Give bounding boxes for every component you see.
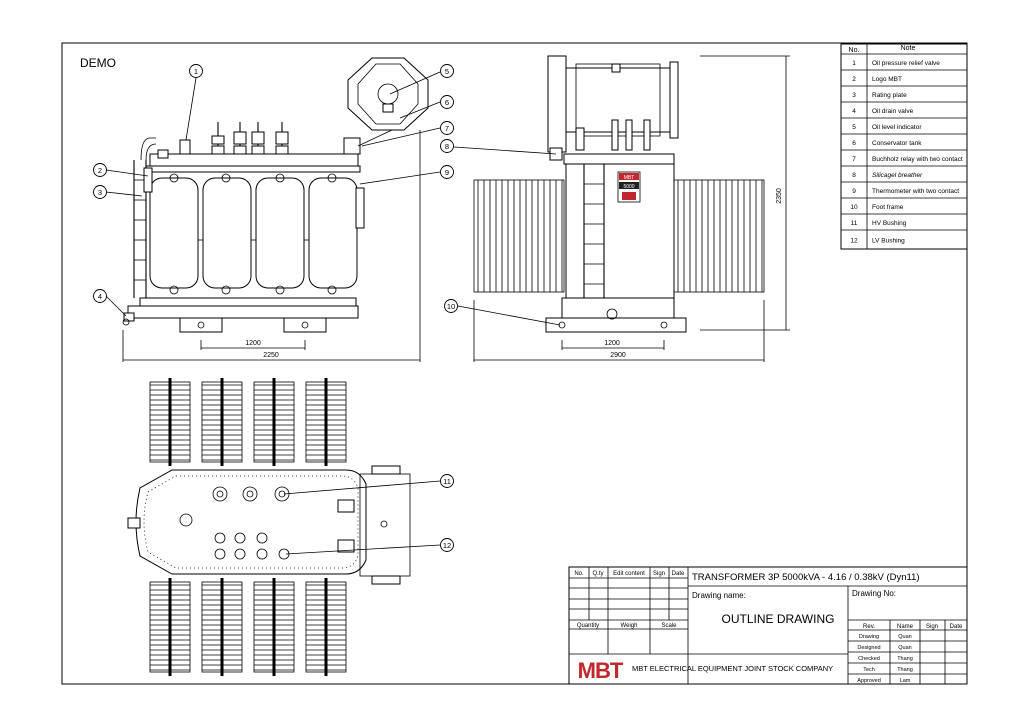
rev-header-edit: Edit content xyxy=(613,571,645,577)
sub-header-scale: Scale xyxy=(661,623,677,629)
dim-height: 2350 xyxy=(776,188,783,204)
notes-table: 1 Oil pressure relief valve 2 Logo MBT 3 Rati… xyxy=(840,43,968,250)
note-text-3: Rating plate xyxy=(872,92,907,99)
role-approved: Approved xyxy=(857,678,881,684)
side-dimensions xyxy=(473,55,790,362)
callout-leaders xyxy=(105,71,561,555)
callout-circle-5 xyxy=(440,64,454,78)
callout-label-6: 6 xyxy=(445,98,449,107)
note-text-11: HV Bushing xyxy=(872,220,907,227)
callout-label-12: 12 xyxy=(443,541,451,550)
company-name: MBT ELECTRICAL EQUIPMENT JOINT STOCK COM… xyxy=(632,664,833,673)
note-text-6: Conservator tank xyxy=(872,140,922,147)
note-no-12: 12 xyxy=(850,238,858,245)
note-text-5: Oil level indicator xyxy=(872,124,922,131)
dim-front-overall: 2250 xyxy=(263,352,279,359)
top-view xyxy=(127,378,411,676)
note-text-7: Buchholz relay with two contact xyxy=(872,156,963,163)
note-no-2: 2 xyxy=(852,76,856,83)
dim-side-inner: 1200 xyxy=(604,340,620,347)
note-no-1: 1 xyxy=(852,60,856,67)
callout-label-10: 10 xyxy=(447,302,455,311)
role-name-drawing: Quan xyxy=(898,634,911,640)
callout-label-3: 3 xyxy=(98,188,102,197)
callout-circle-2 xyxy=(93,163,107,177)
note-no-7: 7 xyxy=(852,156,856,163)
note-no-4: 4 xyxy=(852,108,856,115)
callout-circle-7 xyxy=(440,121,454,135)
callout-label-4: 4 xyxy=(98,292,102,301)
sign-header-sign: Sign xyxy=(926,624,938,630)
note-no-9: 9 xyxy=(852,188,856,195)
demo-watermark: DEMO xyxy=(80,56,116,70)
callout-circle-4 xyxy=(93,289,107,303)
note-no-6: 6 xyxy=(852,140,856,147)
role-designed: Designed xyxy=(857,645,880,651)
callout-label-9: 9 xyxy=(445,168,449,177)
rev-header-qty: Q.ty xyxy=(592,571,603,577)
drawing-frame xyxy=(61,42,968,685)
note-text-4: Oil drain valve xyxy=(872,108,914,115)
role-checked: Checked xyxy=(858,656,880,662)
note-no-10: 10 xyxy=(850,204,858,211)
drawing-name: OUTLINE DRAWING xyxy=(722,612,835,626)
callout-circle-9 xyxy=(440,165,454,179)
role-name-tech: Thang xyxy=(897,667,913,673)
callout-circle-11 xyxy=(440,474,454,488)
note-text-1: Oil pressure relief valve xyxy=(872,60,940,67)
rev-header-sign: Sign xyxy=(653,571,665,577)
title-block: No. Q.ty Edit content Sign Date Quantity… xyxy=(568,566,968,685)
sign-header-name: Name xyxy=(897,624,914,630)
role-name-approved: Lam xyxy=(900,678,911,684)
note-no-8: 8 xyxy=(852,172,856,179)
callout-label-11: 11 xyxy=(443,477,451,486)
notes-header-note: Note xyxy=(901,45,916,52)
callout-circle-12 xyxy=(440,538,454,552)
callout-circle-10 xyxy=(444,299,458,313)
rev-header-date: Date xyxy=(672,571,685,577)
drawing-no-label: Drawing No: xyxy=(852,589,896,598)
company-logo: MBT xyxy=(578,658,624,683)
front-view xyxy=(122,57,429,333)
sign-header-rev: Rev. xyxy=(863,624,875,630)
dim-front-inner: 1200 xyxy=(245,340,261,347)
drawing-title: TRANSFORMER 3P 5000kVA - 4.16 / 0.38kV (… xyxy=(692,572,920,583)
callout-circle-3 xyxy=(93,185,107,199)
role-tech: Tech xyxy=(863,667,875,673)
note-text-2: Logo MBT xyxy=(872,76,902,83)
role-drawing: Drawing xyxy=(859,634,879,640)
sub-header-quantity: Quantity xyxy=(577,623,599,629)
note-no-11: 11 xyxy=(851,220,858,227)
callout-label-7: 7 xyxy=(445,124,449,133)
side-view: MBT 5000 xyxy=(473,55,765,333)
callout-label-2: 2 xyxy=(98,166,102,175)
callout-label-1: 1 xyxy=(194,67,198,76)
nameplate-logo: MBT xyxy=(624,175,635,181)
role-name-checked: Thang xyxy=(897,656,913,662)
rev-header-no: No. xyxy=(574,571,584,577)
drawing-name-label: Drawing name: xyxy=(692,591,746,600)
nameplate-rating: 5000 xyxy=(623,184,634,190)
dim-side-overall: 2900 xyxy=(610,352,626,359)
callout-label-8: 8 xyxy=(445,142,449,151)
sign-header-date: Date xyxy=(950,624,963,630)
note-no-3: 3 xyxy=(852,92,856,99)
notes-header-no: No. xyxy=(849,47,860,54)
note-text-10: Foot frame xyxy=(872,204,904,211)
callout-circle-6 xyxy=(440,95,454,109)
front-dimensions xyxy=(122,130,421,362)
note-text-8: Silicagel breather xyxy=(872,172,923,179)
callout-circle-1 xyxy=(189,64,203,78)
note-text-12: LV Bushing xyxy=(872,238,905,245)
role-name-designed: Quan xyxy=(898,645,911,651)
sub-header-weigh: Weigh xyxy=(621,623,638,629)
note-text-9: Thermometer with two contact xyxy=(872,188,959,195)
note-no-5: 5 xyxy=(852,124,856,131)
callout-circle-8 xyxy=(440,139,454,153)
callout-label-5: 5 xyxy=(445,67,449,76)
